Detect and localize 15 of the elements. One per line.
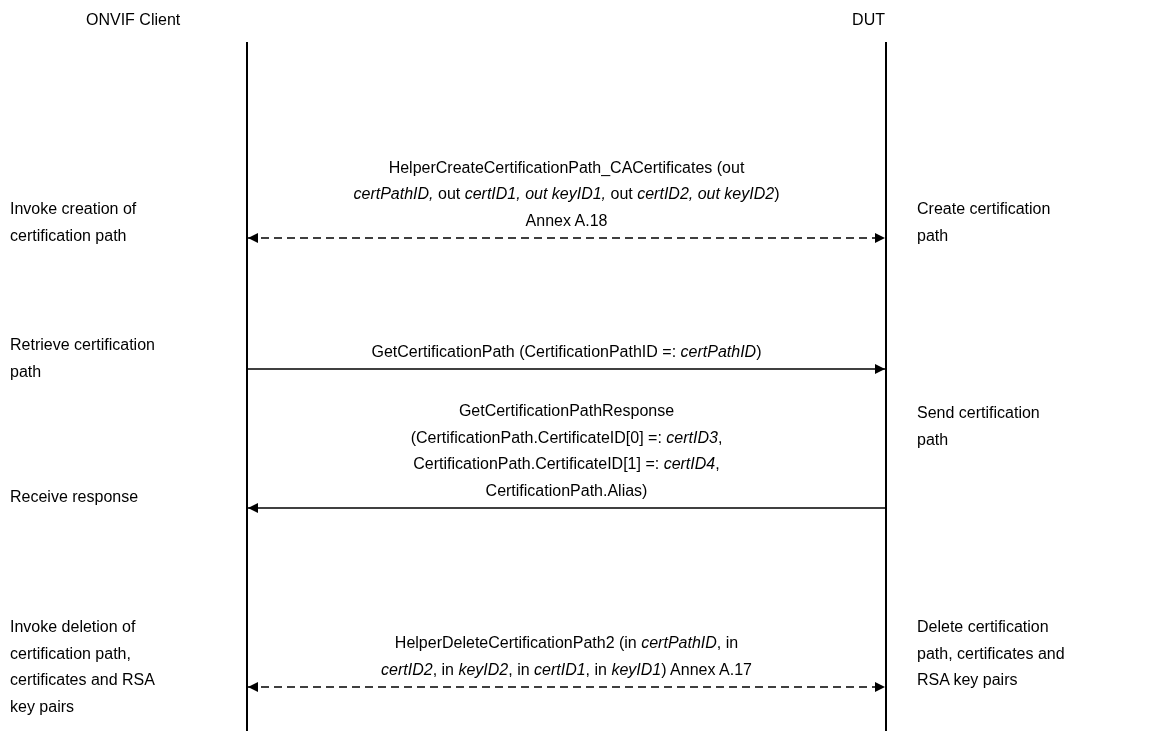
step-note: Delete certification path, certificates and RSA key pairs	[917, 617, 1066, 690]
lifeline	[246, 42, 248, 731]
step-note: Invoke deletion of certification path, certificates and RSA key pairs	[10, 617, 156, 717]
step-note: Send certification path	[917, 403, 1041, 450]
lifeline	[885, 42, 887, 731]
step-note: Receive response	[10, 487, 140, 507]
message-arrow	[247, 233, 886, 243]
step-note: Retrieve certification path	[10, 335, 156, 382]
message-arrow	[247, 682, 886, 692]
step-note: Create certification path	[917, 199, 1052, 246]
participant-name: ONVIF Client	[86, 10, 181, 30]
step-note: Invoke creation of certification path	[10, 199, 138, 246]
message-arrow	[247, 364, 886, 374]
message-arrow	[247, 503, 886, 513]
participant-name: DUT	[852, 10, 885, 30]
